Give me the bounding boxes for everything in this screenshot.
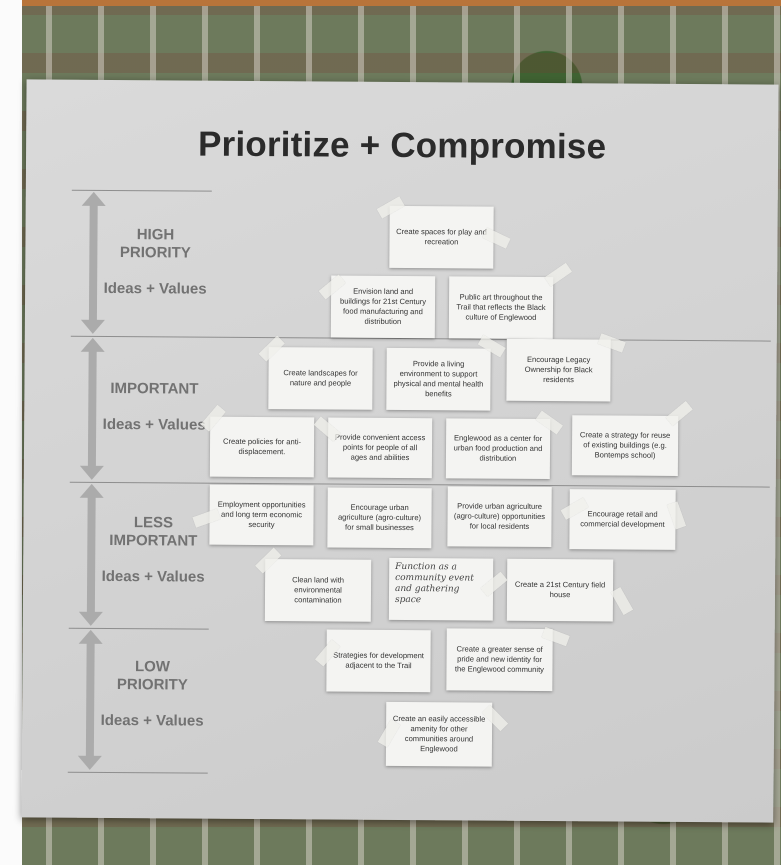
card-urban-food-center: Englewood as a center for urban food pro… — [445, 418, 551, 480]
poster-title: Prioritize + Compromise — [197, 124, 607, 167]
card-anti-displacement: Create policies for anti-displacement. — [209, 416, 315, 478]
card-legacy-ownership: Encourage Legacy Ownership for Black res… — [506, 338, 611, 402]
arrow-down-icon — [79, 465, 104, 480]
tape-strip — [665, 400, 693, 426]
card-agriculture-residents: Provide urban agriculture (agro-culture)… — [447, 486, 552, 548]
section-heading: LOW PRIORITY — [116, 658, 188, 694]
card-development-adjacent: Strategies for development adjacent to t… — [326, 629, 431, 693]
section-label-high: HIGH PRIORITY Ideas + Values — [101, 226, 210, 299]
card-landscapes: Create landscapes for nature and people — [268, 347, 373, 410]
section-subheading: Ideas + Values — [101, 567, 205, 586]
card-play-recreation: Create spaces for play and recreation — [389, 205, 494, 269]
arrow-shaft — [87, 349, 97, 468]
arrow-shaft — [85, 641, 95, 758]
card-sense-of-pride: Create a greater sense of pride and new … — [446, 628, 553, 692]
tape-strip — [610, 587, 634, 616]
card-handwritten-gathering: Function as a community event and gather… — [388, 557, 494, 621]
card-accessible-amenity: Create an easily accessible amenity for … — [385, 701, 493, 767]
divider-important-less — [69, 481, 770, 488]
arrow-down-icon — [77, 755, 102, 770]
prioritize-poster: Prioritize + Compromise HIGH PRIORITY Id… — [21, 79, 779, 823]
section-heading: LESS IMPORTANT — [109, 514, 198, 550]
tape-strip — [544, 262, 573, 287]
card-field-house: Create a 21st Century field house — [506, 558, 614, 622]
section-label-less: LESS IMPORTANT Ideas + Values — [99, 514, 208, 587]
card-agriculture-business: Encourage urban agriculture (agro-cultur… — [327, 487, 432, 549]
arrow-down-icon — [78, 611, 103, 626]
arrow-shaft — [86, 495, 96, 614]
section-label-low: LOW PRIORITY Ideas + Values — [98, 658, 207, 731]
bottom-divider — [67, 771, 208, 774]
arrow-shaft — [88, 203, 98, 322]
section-heading: IMPORTANT — [110, 379, 199, 398]
card-reuse-buildings: Create a strategy for reuse of existing … — [571, 415, 679, 476]
card-living-environment: Provide a living environment to support … — [386, 347, 491, 411]
card-food-manufacturing: Envision land and buildings for 21st Cen… — [330, 275, 436, 339]
section-subheading: Ideas + Values — [100, 711, 204, 730]
card-employment: Employment opportunities and long term e… — [209, 484, 314, 546]
card-convenient-access: Provide convenient access points for peo… — [327, 417, 433, 479]
section-subheading: Ideas + Values — [103, 279, 207, 298]
card-public-art: Public art throughout the Trail that ref… — [448, 276, 554, 340]
section-label-important: IMPORTANT Ideas + Values — [100, 380, 208, 435]
arrow-down-icon — [80, 319, 105, 334]
image-left-margin — [0, 0, 22, 865]
aerial-edge-strip — [0, 0, 781, 6]
card-clean-land: Clean land with environmental contaminat… — [264, 559, 372, 622]
section-heading: HIGH PRIORITY — [119, 226, 191, 262]
section-subheading: Ideas + Values — [102, 415, 206, 434]
card-retail-commercial: Encourage retail and commercial developm… — [569, 489, 676, 550]
